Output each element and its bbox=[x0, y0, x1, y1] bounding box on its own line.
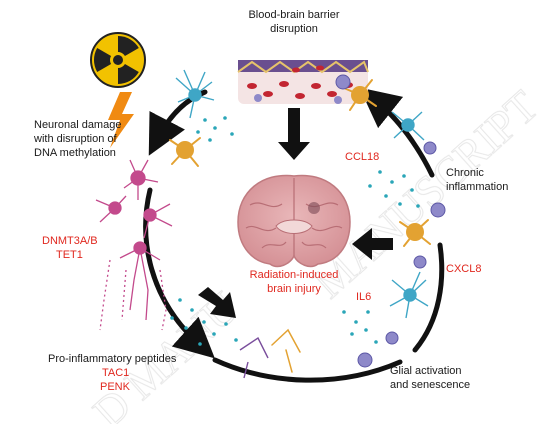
lightning-bolt-icon bbox=[108, 92, 134, 148]
bbb-label-line1: Blood-brain barrier bbox=[248, 9, 340, 21]
label-cxcl8: CXCL8 bbox=[446, 263, 482, 275]
bbb-label-line2: disruption bbox=[270, 23, 318, 35]
peptide-penk: PENK bbox=[100, 381, 130, 393]
neuronal-damage-line1: Neuronal damage bbox=[34, 119, 122, 131]
label-il6: IL6 bbox=[356, 291, 372, 303]
chronic-inflammation-line1: Chronic bbox=[446, 167, 484, 179]
label-ccl18: CCL18 bbox=[345, 151, 380, 163]
chronic-inflammation-line2: inflammation bbox=[446, 181, 509, 193]
gene-dnmt3ab: DNMT3A/B bbox=[42, 235, 98, 247]
radiation-hazard-icon bbox=[90, 32, 146, 88]
arrow-from-bbb bbox=[278, 108, 310, 160]
cycle-arrow-right bbox=[412, 242, 445, 353]
arrow-from-bottom-left bbox=[198, 287, 236, 318]
brain-section-icon bbox=[237, 174, 351, 268]
center-label-line1: Radiation-induced bbox=[249, 269, 339, 281]
peptides-label: Pro-inflammatory peptides bbox=[48, 353, 177, 365]
cycle-arrow-bottom bbox=[212, 357, 403, 383]
neuron-icon bbox=[95, 159, 173, 331]
arrow-from-right bbox=[352, 228, 393, 260]
signal-dots bbox=[170, 116, 420, 346]
immune-cell-icon bbox=[335, 74, 446, 368]
glial-activation-line1: Glial activation bbox=[390, 365, 462, 377]
blood-vessel-icon bbox=[237, 60, 369, 104]
neuronal-damage-line3: DNA methylation bbox=[34, 147, 116, 159]
peptide-tac1: TAC1 bbox=[102, 367, 130, 379]
glial-activation-line2: and senescence bbox=[390, 379, 471, 391]
cycle-arrow-right-upper bbox=[359, 87, 435, 178]
cycle-arrow-left bbox=[143, 187, 215, 359]
neuronal-damage-line2: with disruption of bbox=[34, 133, 117, 145]
gene-tet1: TET1 bbox=[56, 249, 83, 261]
center-label-line2: brain injury bbox=[267, 283, 321, 295]
astrocyte-icon bbox=[175, 69, 429, 379]
inward-arrows bbox=[198, 108, 393, 318]
microglia-icon bbox=[169, 79, 431, 373]
